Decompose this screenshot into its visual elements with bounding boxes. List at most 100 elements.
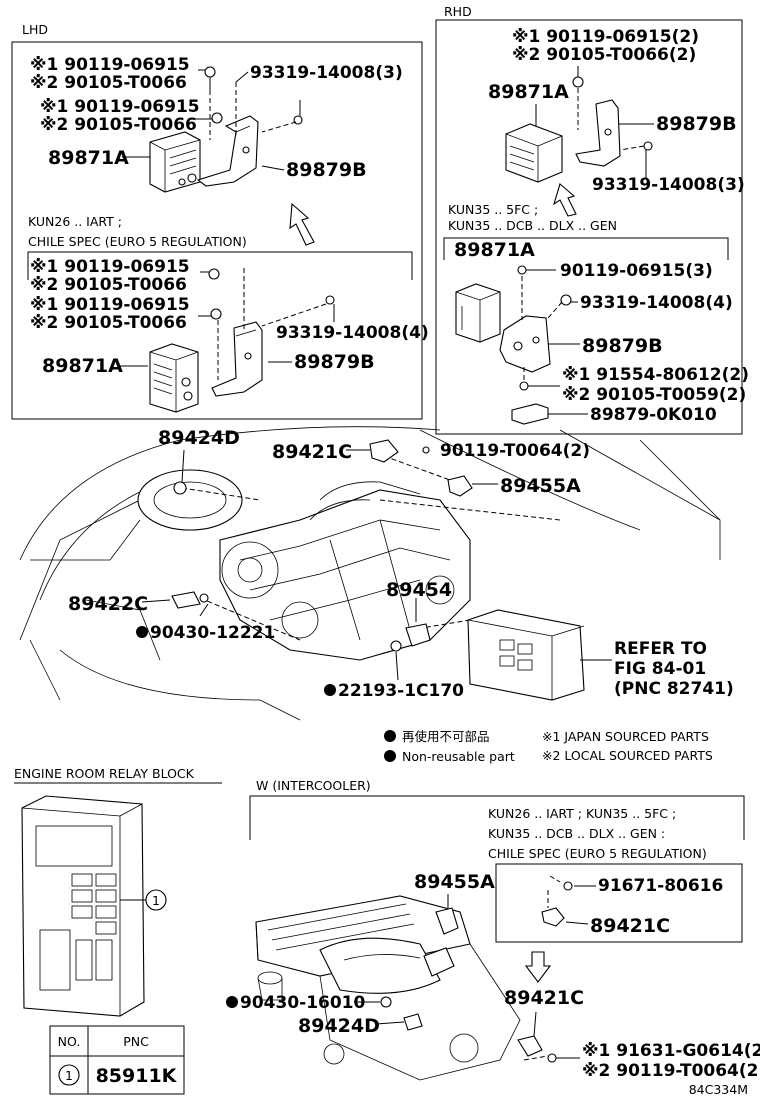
- lhd-top-ecu-drawing: [149, 131, 201, 193]
- non-reusable-dot-icon: [136, 626, 148, 638]
- label-90430-12221[interactable]: 90430-12221: [150, 623, 275, 643]
- ic-condition-line2: KUN35 .. DCB .. DLX .. GEN :: [488, 826, 665, 841]
- lhd-front-arrow-icon: [289, 202, 315, 246]
- label-22193-1c170[interactable]: 22193-1C170: [338, 681, 464, 701]
- lhd-top-bolt2-japan[interactable]: ※1 90119-06915: [40, 97, 200, 117]
- lhd-top-bolt1-local[interactable]: ※2 90105-T0066: [30, 73, 187, 93]
- legend-non-reusable-en: Non-reusable part: [402, 749, 515, 764]
- non-reusable-dot-icon: [384, 750, 396, 762]
- table-header-no: NO.: [58, 1034, 81, 1049]
- rhd-title: RHD: [444, 4, 472, 19]
- rhd-panel: RHD ※1 90119-06915(2) ※2 90105-T0066(2) …: [435, 4, 749, 435]
- lhd-bot-bolt2-icon: [210, 308, 222, 320]
- rhd-bot-bracket[interactable]: 89879B: [582, 335, 663, 357]
- lhd-top-ecu[interactable]: 89871A: [48, 147, 129, 169]
- lhd-bot-bolt2-japan[interactable]: ※1 90119-06915: [30, 295, 190, 315]
- intercooler-panel: W (INTERCOOLER) KUN26 .. IART ; KUN35 ..…: [226, 778, 760, 1081]
- ic-sensor-89455a-icon: [435, 907, 459, 935]
- legend-local-sourced: ※2 LOCAL SOURCED PARTS: [542, 748, 713, 763]
- lhd-bot-bolt2-local[interactable]: ※2 90105-T0066: [30, 313, 187, 333]
- ic-label-89424d[interactable]: 89424D: [298, 1015, 380, 1037]
- ic-label-89421c[interactable]: 89421C: [504, 987, 584, 1009]
- rhd-top-ecu[interactable]: 89871A: [488, 81, 569, 103]
- rhd-bot-bracket-drawing: [499, 315, 551, 373]
- intercooler-title: W (INTERCOOLER): [256, 778, 371, 793]
- rhd-top-bolt-japan[interactable]: ※1 90119-06915(2): [512, 27, 699, 47]
- ic-label-91631-japan[interactable]: ※1 91631-G0614(2): [582, 1041, 760, 1061]
- ic-label-90430-16010[interactable]: 90430-16010: [240, 993, 366, 1013]
- rhd-bot-ecu[interactable]: 89871A: [454, 239, 535, 261]
- relay-callout-number: 1: [152, 893, 160, 908]
- refer-line1: REFER TO: [614, 639, 707, 659]
- lhd-bot-bracket[interactable]: 89879B: [294, 351, 375, 373]
- ic-detail-frame: [495, 863, 743, 943]
- rhd-top-ecu-drawing: [505, 123, 563, 183]
- table-row-no: 1: [65, 1068, 73, 1083]
- lhd-frame: [11, 41, 423, 420]
- label-89454[interactable]: 89454: [386, 579, 452, 601]
- lhd-top-bracket-drawing: [196, 115, 259, 187]
- rhd-top-screw-icon: [643, 141, 653, 151]
- relay-title: ENGINE ROOM RELAY BLOCK: [14, 766, 195, 781]
- sensor-89421c-icon: [369, 439, 399, 463]
- ic-label-89455a[interactable]: 89455A: [414, 871, 495, 893]
- ic-label-89421c-box[interactable]: 89421C: [590, 915, 670, 937]
- lhd-top-bolt2-local[interactable]: ※2 90105-T0066: [40, 115, 197, 135]
- legend: 再使用不可部品 Non-reusable part ※1 JAPAN SOURC…: [384, 729, 713, 764]
- rhd-bot-stay-drawing: [511, 403, 549, 425]
- rhd-frame: [435, 19, 743, 435]
- ic-gasket-90430-icon: [380, 996, 392, 1008]
- lhd-bot-ecu[interactable]: 89871A: [42, 355, 123, 377]
- lhd-top-screw[interactable]: 93319-14008(3): [250, 63, 403, 83]
- rhd-top-screw[interactable]: 93319-14008(3): [592, 175, 745, 195]
- rhd-top-bolt-local[interactable]: ※2 90105-T0066(2): [512, 45, 696, 65]
- ic-label-91671[interactable]: 91671-80616: [598, 876, 723, 896]
- lhd-top-bolt1-icon: [204, 66, 216, 78]
- rhd-top-bolt-icon: [572, 76, 584, 88]
- rhd-condition-line1: KUN35 .. 5FC ;: [448, 202, 538, 217]
- lhd-bot-ecu-drawing: [149, 343, 199, 413]
- bolt-90119-icon: [422, 446, 430, 454]
- lhd-top-bracket[interactable]: 89879B: [286, 159, 367, 181]
- relay-block-panel: ENGINE ROOM RELAY BLOCK 1: [14, 766, 222, 1095]
- ic-down-arrow-icon: [524, 951, 552, 983]
- lhd-top-bolt1-japan[interactable]: ※1 90119-06915: [30, 55, 190, 75]
- engine-bay-drawing: [19, 426, 721, 721]
- lhd-bot-bolt1-japan[interactable]: ※1 90119-06915: [30, 257, 190, 277]
- label-89424d[interactable]: 89424D: [158, 427, 240, 449]
- sensor-89454-icon: [405, 623, 431, 647]
- gasket-22193-icon: [390, 640, 402, 652]
- rhd-condition-line2: KUN35 .. DCB .. DLX .. GEN: [448, 218, 617, 233]
- rhd-top-bracket[interactable]: 89879B: [656, 113, 737, 135]
- refer-line2[interactable]: FIG 84-01: [614, 659, 706, 679]
- engine-bay-parts: [141, 439, 612, 681]
- legend-non-reusable-jp: 再使用不可部品: [402, 729, 490, 744]
- rhd-bot-ecu-drawing: [455, 283, 501, 343]
- label-89422c[interactable]: 89422C: [68, 593, 148, 615]
- rhd-bot-nut-local[interactable]: ※2 90105-T0059(2): [562, 385, 746, 405]
- rhd-bot-screw-icon: [560, 294, 572, 306]
- ic-condition-line3: CHILE SPEC (EURO 5 REGULATION): [488, 846, 707, 861]
- table-row-pnc[interactable]: 85911K: [96, 1065, 178, 1087]
- rhd-bot-bolt[interactable]: 90119-06915(3): [560, 261, 713, 281]
- lhd-top-screw-icon: [293, 115, 303, 125]
- relay-pnc-table: NO. PNC 1 85911K: [49, 1025, 185, 1095]
- rhd-bot-nut-japan[interactable]: ※1 91554-80612(2): [562, 365, 749, 385]
- figure-code: 84C334M: [689, 1082, 748, 1097]
- intercooler-drawing: [255, 895, 521, 1081]
- ic-bolt-91671-icon: [563, 881, 573, 891]
- lhd-panel: LHD ※1 90119-06915 ※2 90105-T0066 ※1 901…: [11, 22, 429, 420]
- non-reusable-dot-icon: [384, 730, 396, 742]
- rhd-bot-screw[interactable]: 93319-14008(4): [580, 293, 733, 313]
- relay-callout-circle[interactable]: [145, 889, 167, 911]
- ic-sensor-89424d-icon: [403, 1013, 423, 1031]
- sensor-89424d-icon: [173, 481, 187, 495]
- ic-label-90119-local[interactable]: ※2 90119-T0064(2): [582, 1061, 760, 1081]
- lhd-bot-bolt1-local[interactable]: ※2 90105-T0066: [30, 275, 187, 295]
- label-90119-t0064[interactable]: 90119-T0064(2): [440, 441, 590, 461]
- label-89455a[interactable]: 89455A: [500, 475, 581, 497]
- label-89421c[interactable]: 89421C: [272, 441, 352, 463]
- rhd-bot-stay[interactable]: 89879-0K010: [590, 405, 717, 425]
- lhd-bot-screw[interactable]: 93319-14008(4): [276, 323, 429, 343]
- ic-sensor-89421c-box-icon: [541, 907, 565, 927]
